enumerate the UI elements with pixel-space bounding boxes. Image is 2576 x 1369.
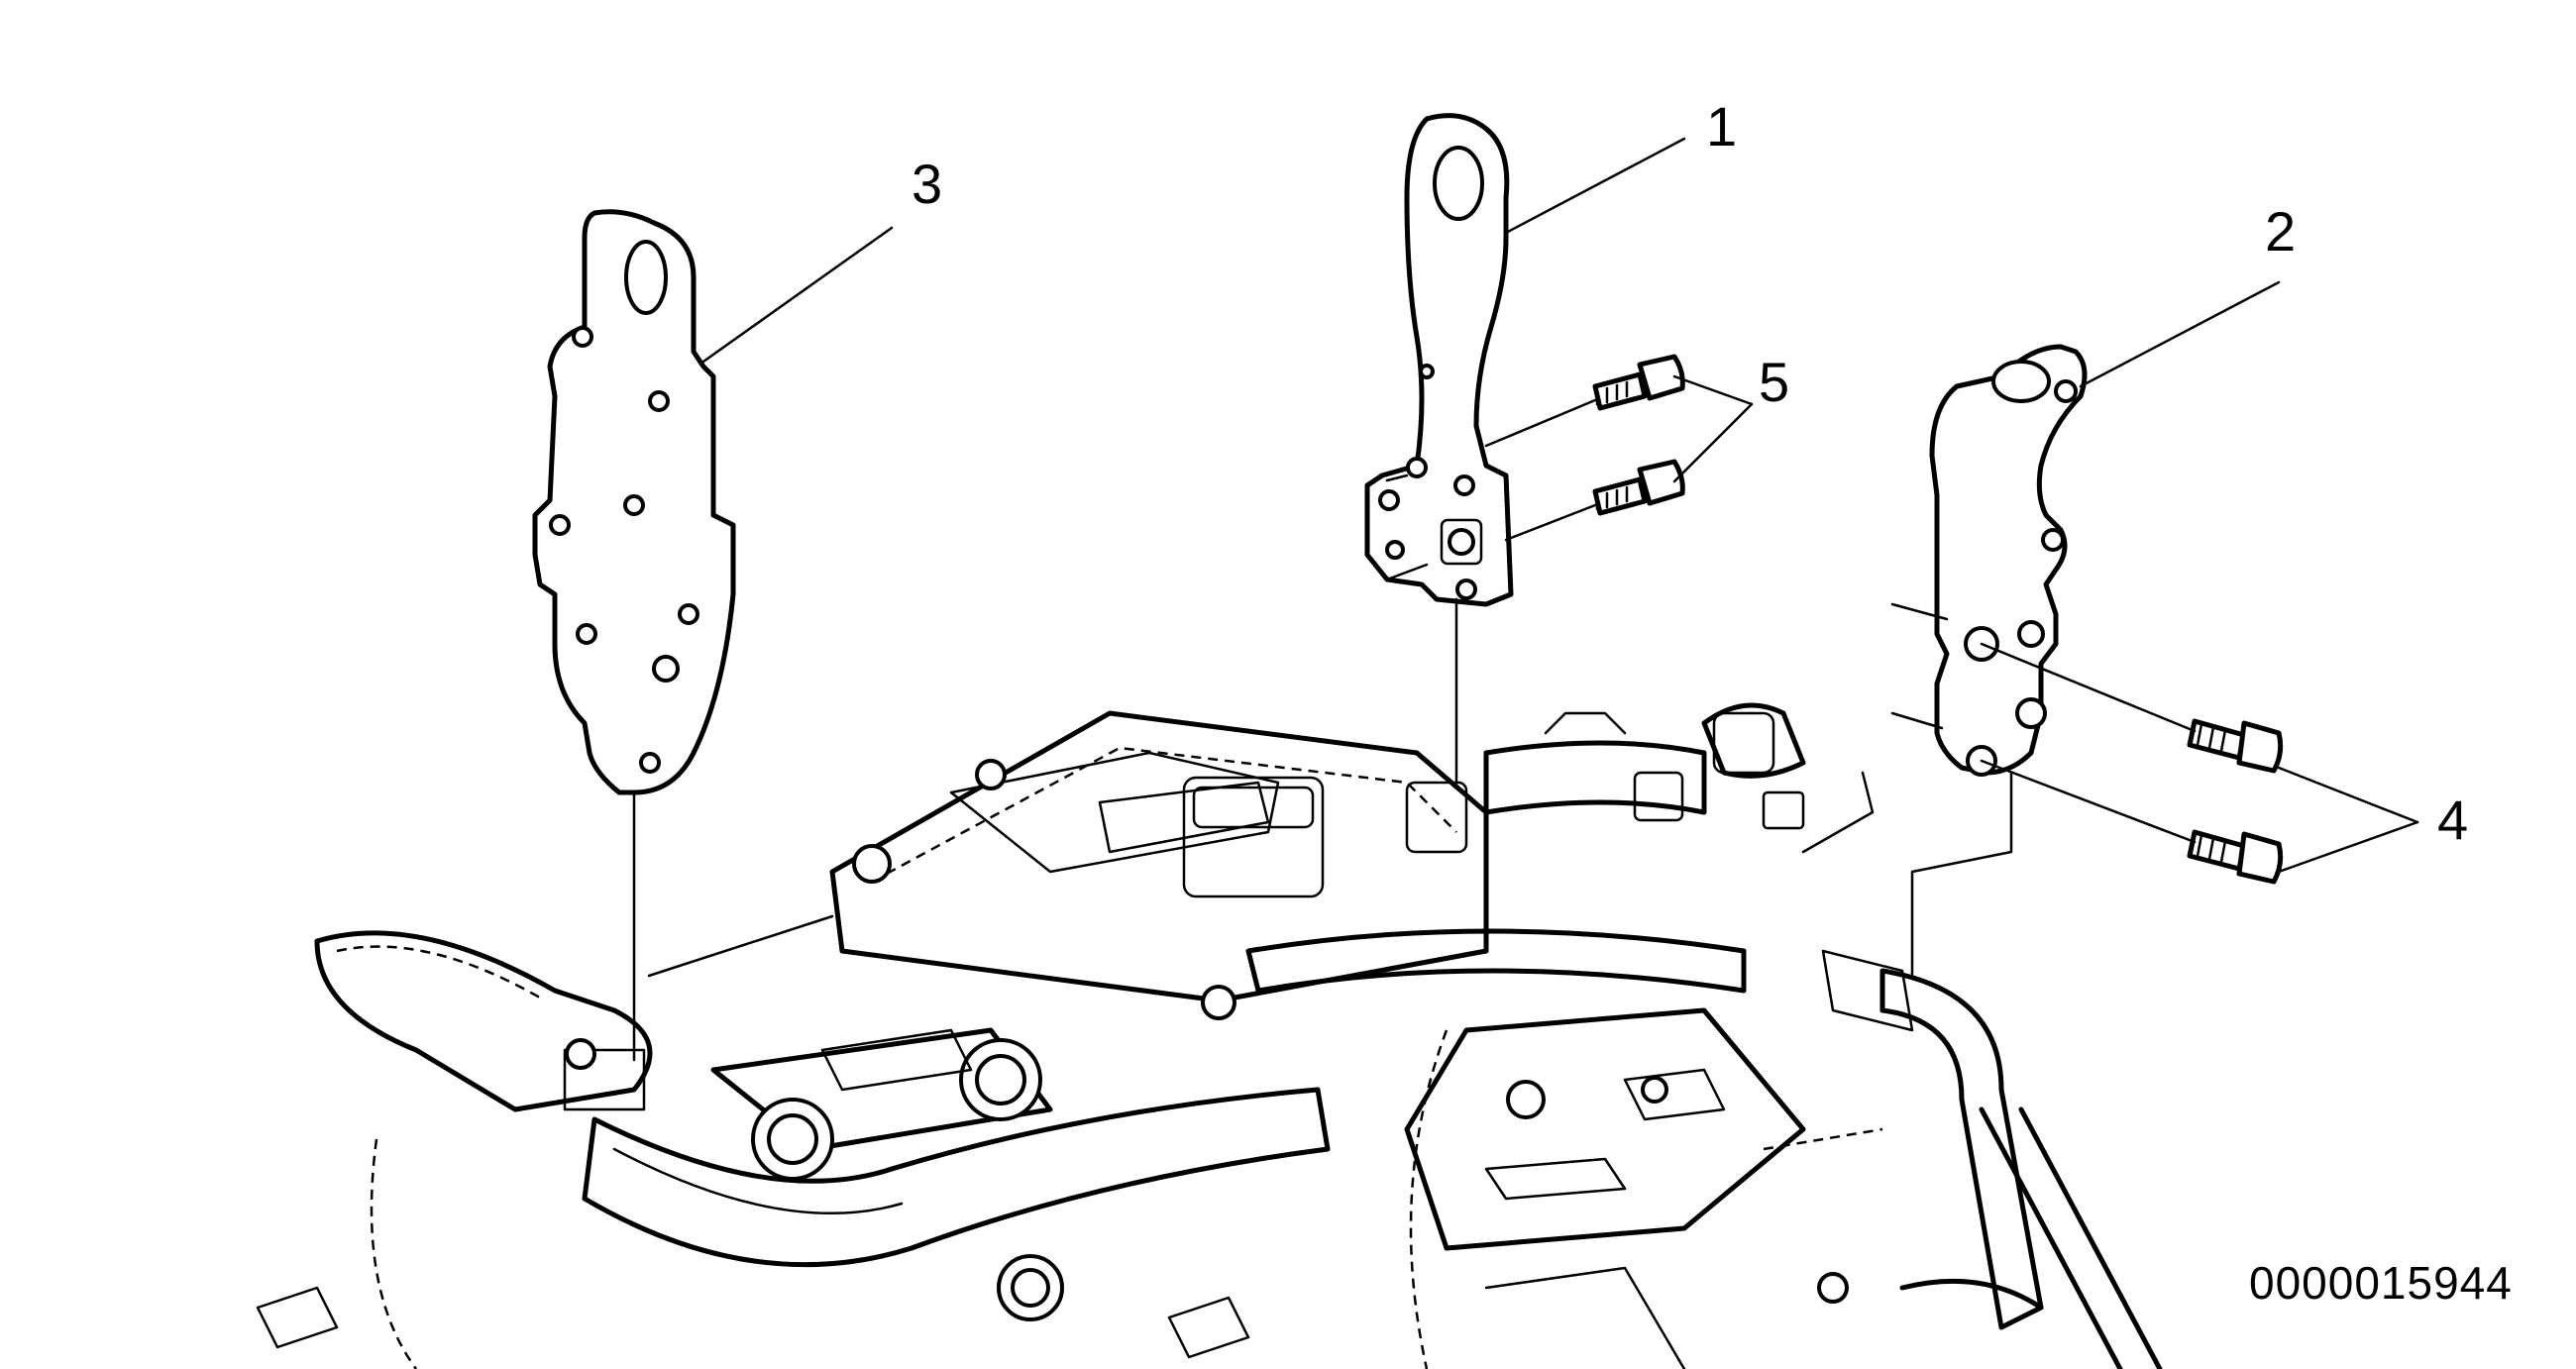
document-id: 0000015944 bbox=[2249, 1257, 2513, 1309]
leader-lines bbox=[701, 137, 2419, 874]
bolts-4 bbox=[1980, 642, 2284, 885]
bracket-2 bbox=[1890, 344, 2088, 978]
bracket-1 bbox=[1364, 113, 1514, 785]
bracket-3 bbox=[532, 209, 834, 1062]
callout-2: 2 bbox=[2265, 200, 2297, 263]
bolts-5 bbox=[1484, 354, 1685, 542]
callout-4: 4 bbox=[2437, 789, 2469, 851]
engine-assembly bbox=[256, 702, 2163, 1369]
callout-1: 1 bbox=[1706, 95, 1738, 158]
callout-5: 5 bbox=[1759, 351, 1790, 413]
callout-3: 3 bbox=[912, 153, 943, 215]
